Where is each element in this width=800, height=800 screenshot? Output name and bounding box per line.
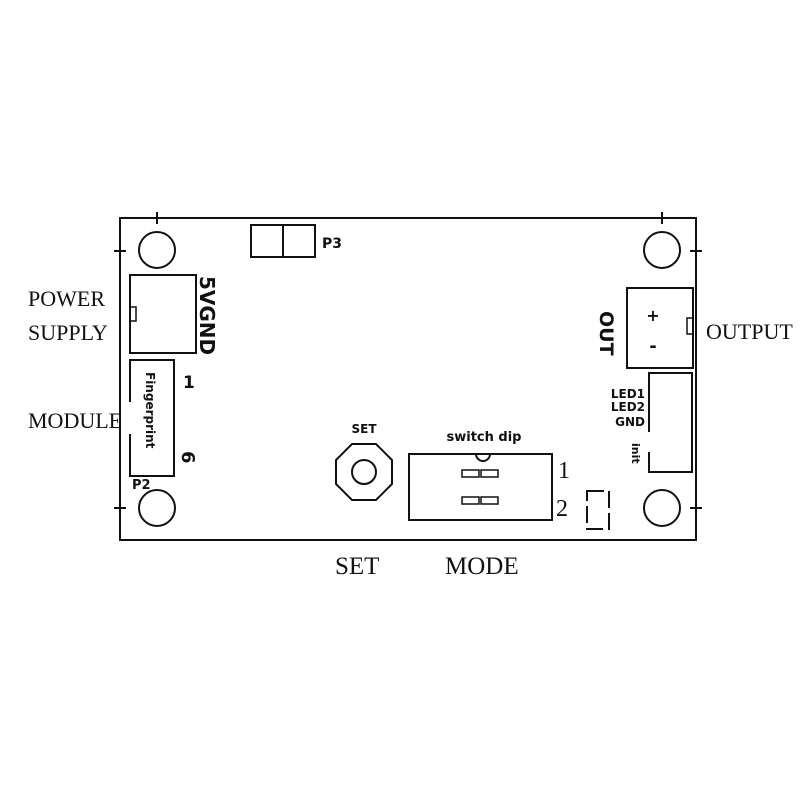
board-outline — [119, 217, 697, 541]
p2-label: P2 — [132, 478, 151, 493]
power-connector — [129, 274, 197, 354]
mounting-hole-bottom-right — [643, 489, 681, 527]
switch-dip-label: switch dip — [447, 430, 522, 445]
out-minus: - — [649, 336, 656, 357]
led2-label: LED2 — [611, 400, 645, 414]
fingerprint-label: Fingerprint — [143, 372, 157, 449]
power-supply-callout-line1: POWER — [28, 286, 105, 311]
set-button-label: SET — [351, 422, 377, 436]
init-label: init — [629, 443, 642, 464]
p3-jumper — [250, 224, 316, 258]
power-connector-label: 5VGND — [195, 276, 219, 355]
mounting-hole-top-left — [138, 231, 176, 269]
mounting-hole-bottom-left — [138, 489, 176, 527]
module-callout: MODULE — [28, 408, 122, 433]
power-supply-callout-line2: SUPPLY — [28, 320, 108, 345]
smd-pad — [586, 490, 610, 530]
dip-switch — [408, 453, 553, 521]
set-button — [335, 443, 393, 501]
out-plus: + — [646, 306, 659, 325]
switch-pin-2: 2 — [556, 496, 568, 522]
mode-callout: MODE — [445, 553, 519, 580]
set-callout: SET — [335, 553, 379, 580]
p3-label: P3 — [322, 236, 342, 252]
fingerprint-pin-end: 6 — [177, 451, 198, 464]
led-connector — [647, 372, 693, 473]
gnd-label: GND — [615, 415, 645, 429]
fingerprint-pin-start: 1 — [183, 373, 195, 393]
led1-label: LED1 — [611, 387, 645, 401]
output-callout: OUTPUT — [706, 319, 793, 344]
switch-pin-1: 1 — [558, 458, 570, 484]
output-connector — [626, 287, 694, 369]
out-label: OUT — [595, 311, 617, 356]
mounting-hole-top-right — [643, 231, 681, 269]
fingerprint-connector — [128, 359, 175, 477]
